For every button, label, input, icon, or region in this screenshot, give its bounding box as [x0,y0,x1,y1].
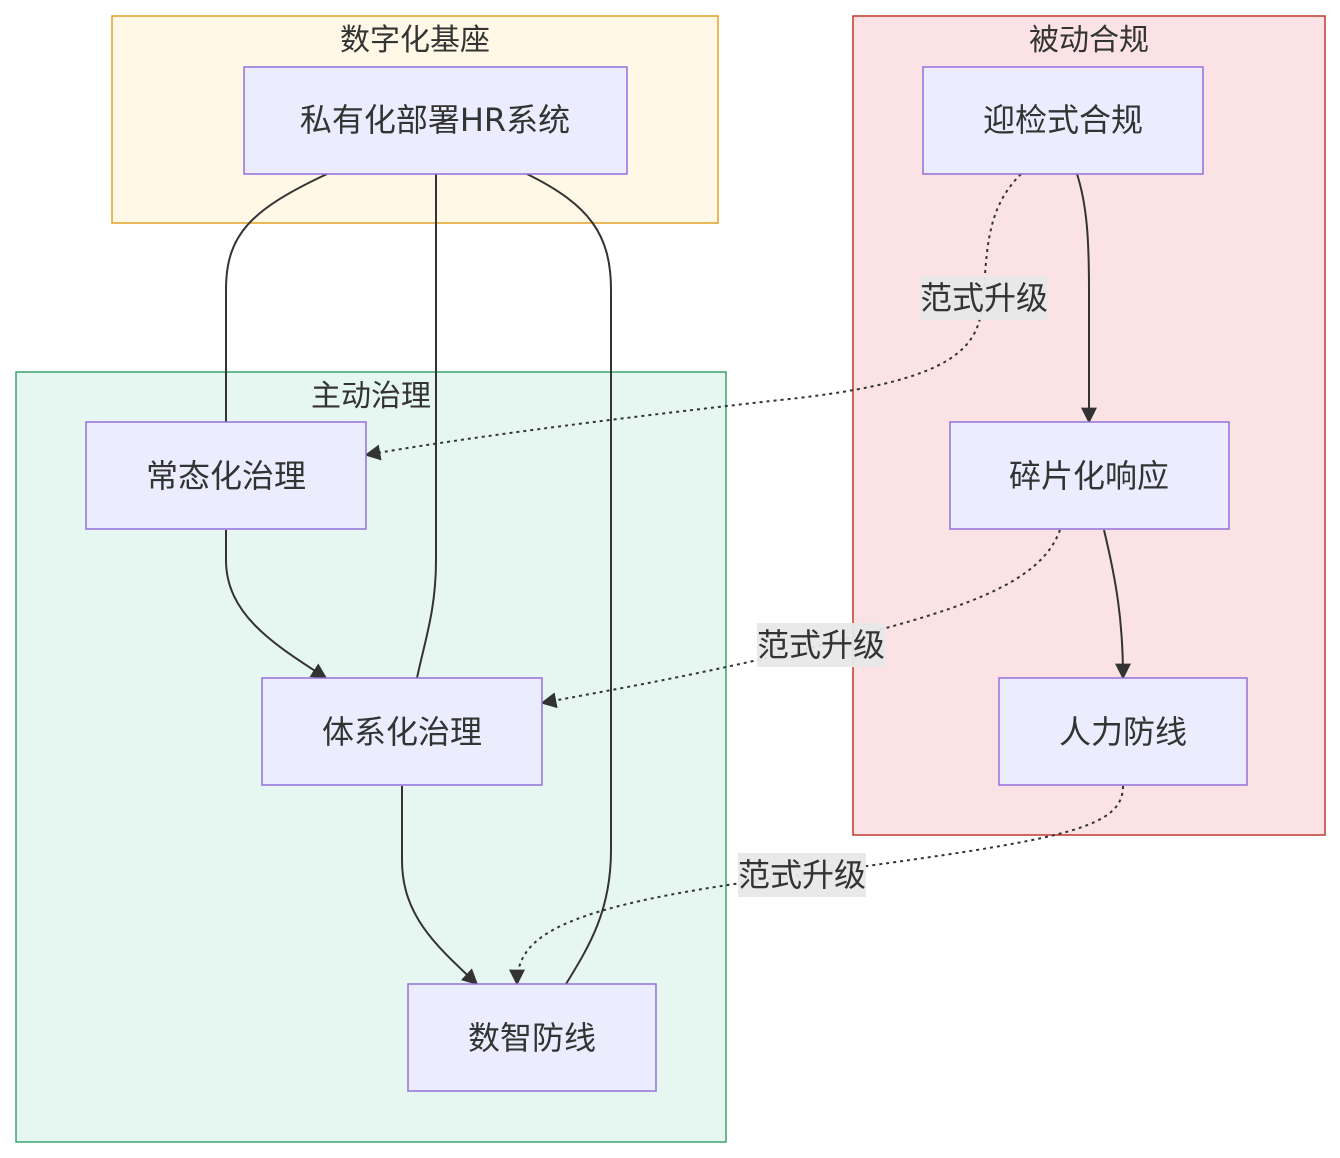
edge-hr-to-systematic [416,174,437,679]
edge-label-upgrade-1-bg [920,276,1048,320]
node-hr-system[interactable]: 私有化部署HR系统 [243,66,628,175]
node-normalized-governance-label: 常态化治理 [146,457,306,495]
node-digital-defense-label: 数智防线 [468,1019,596,1057]
node-systematic-governance-box[interactable] [261,677,543,786]
node-digital-defense-box[interactable] [407,983,657,1092]
node-inspection-compliance-box[interactable] [922,66,1204,175]
node-fragmented-response-box[interactable] [949,421,1230,530]
edge-label-upgrade-3-text: 范式升级 [738,856,866,894]
edge-hr-to-digital-defense [526,173,612,985]
node-normalized-governance-box[interactable] [85,421,367,530]
node-inspection-compliance[interactable]: 迎检式合规 [922,66,1204,175]
node-fragmented-response[interactable]: 碎片化响应 [949,421,1230,530]
node-normalized-governance[interactable]: 常态化治理 [85,421,367,530]
node-systematic-governance-label: 体系化治理 [322,713,482,751]
node-systematic-governance[interactable]: 体系化治理 [261,677,543,786]
edge-label-upgrade-3: 范式升级 [738,853,866,897]
node-fragmented-response-label: 碎片化响应 [1009,457,1169,495]
edge-label-upgrade-3-bg [738,853,866,897]
node-human-defense-box[interactable] [998,677,1248,786]
edge-fragmented-to-human-defense [1103,529,1131,680]
edge-inspection-to-fragmented [1076,173,1097,424]
edge-normalized-to-systematic [225,530,328,679]
cluster-digital-base-title: 数字化基座 [340,23,490,58]
edge-label-upgrade-1-text: 范式升级 [920,279,1048,317]
cluster-passive-compliance-title: 被动合规 [1029,23,1149,58]
edge-label-upgrade-2-text: 范式升级 [757,626,885,664]
node-inspection-compliance-label: 迎检式合规 [983,101,1143,139]
node-hr-system-label: 私有化部署HR系统 [300,101,570,139]
edge-label-upgrade-1: 范式升级 [920,276,1048,320]
edge-label-upgrade-2: 范式升级 [757,623,885,667]
node-digital-defense[interactable]: 数智防线 [407,983,657,1092]
node-human-defense[interactable]: 人力防线 [998,677,1248,786]
edge-label-upgrade-2-bg [757,623,885,667]
edge-hr-to-normalized [225,173,328,422]
node-hr-system-box[interactable] [243,66,628,175]
edge-human-defense-to-digital-defense [509,785,1124,986]
node-human-defense-label: 人力防线 [1059,713,1187,751]
cluster-active-governance-title: 主动治理 [311,379,431,414]
edge-systematic-to-digital-defense [401,786,479,986]
